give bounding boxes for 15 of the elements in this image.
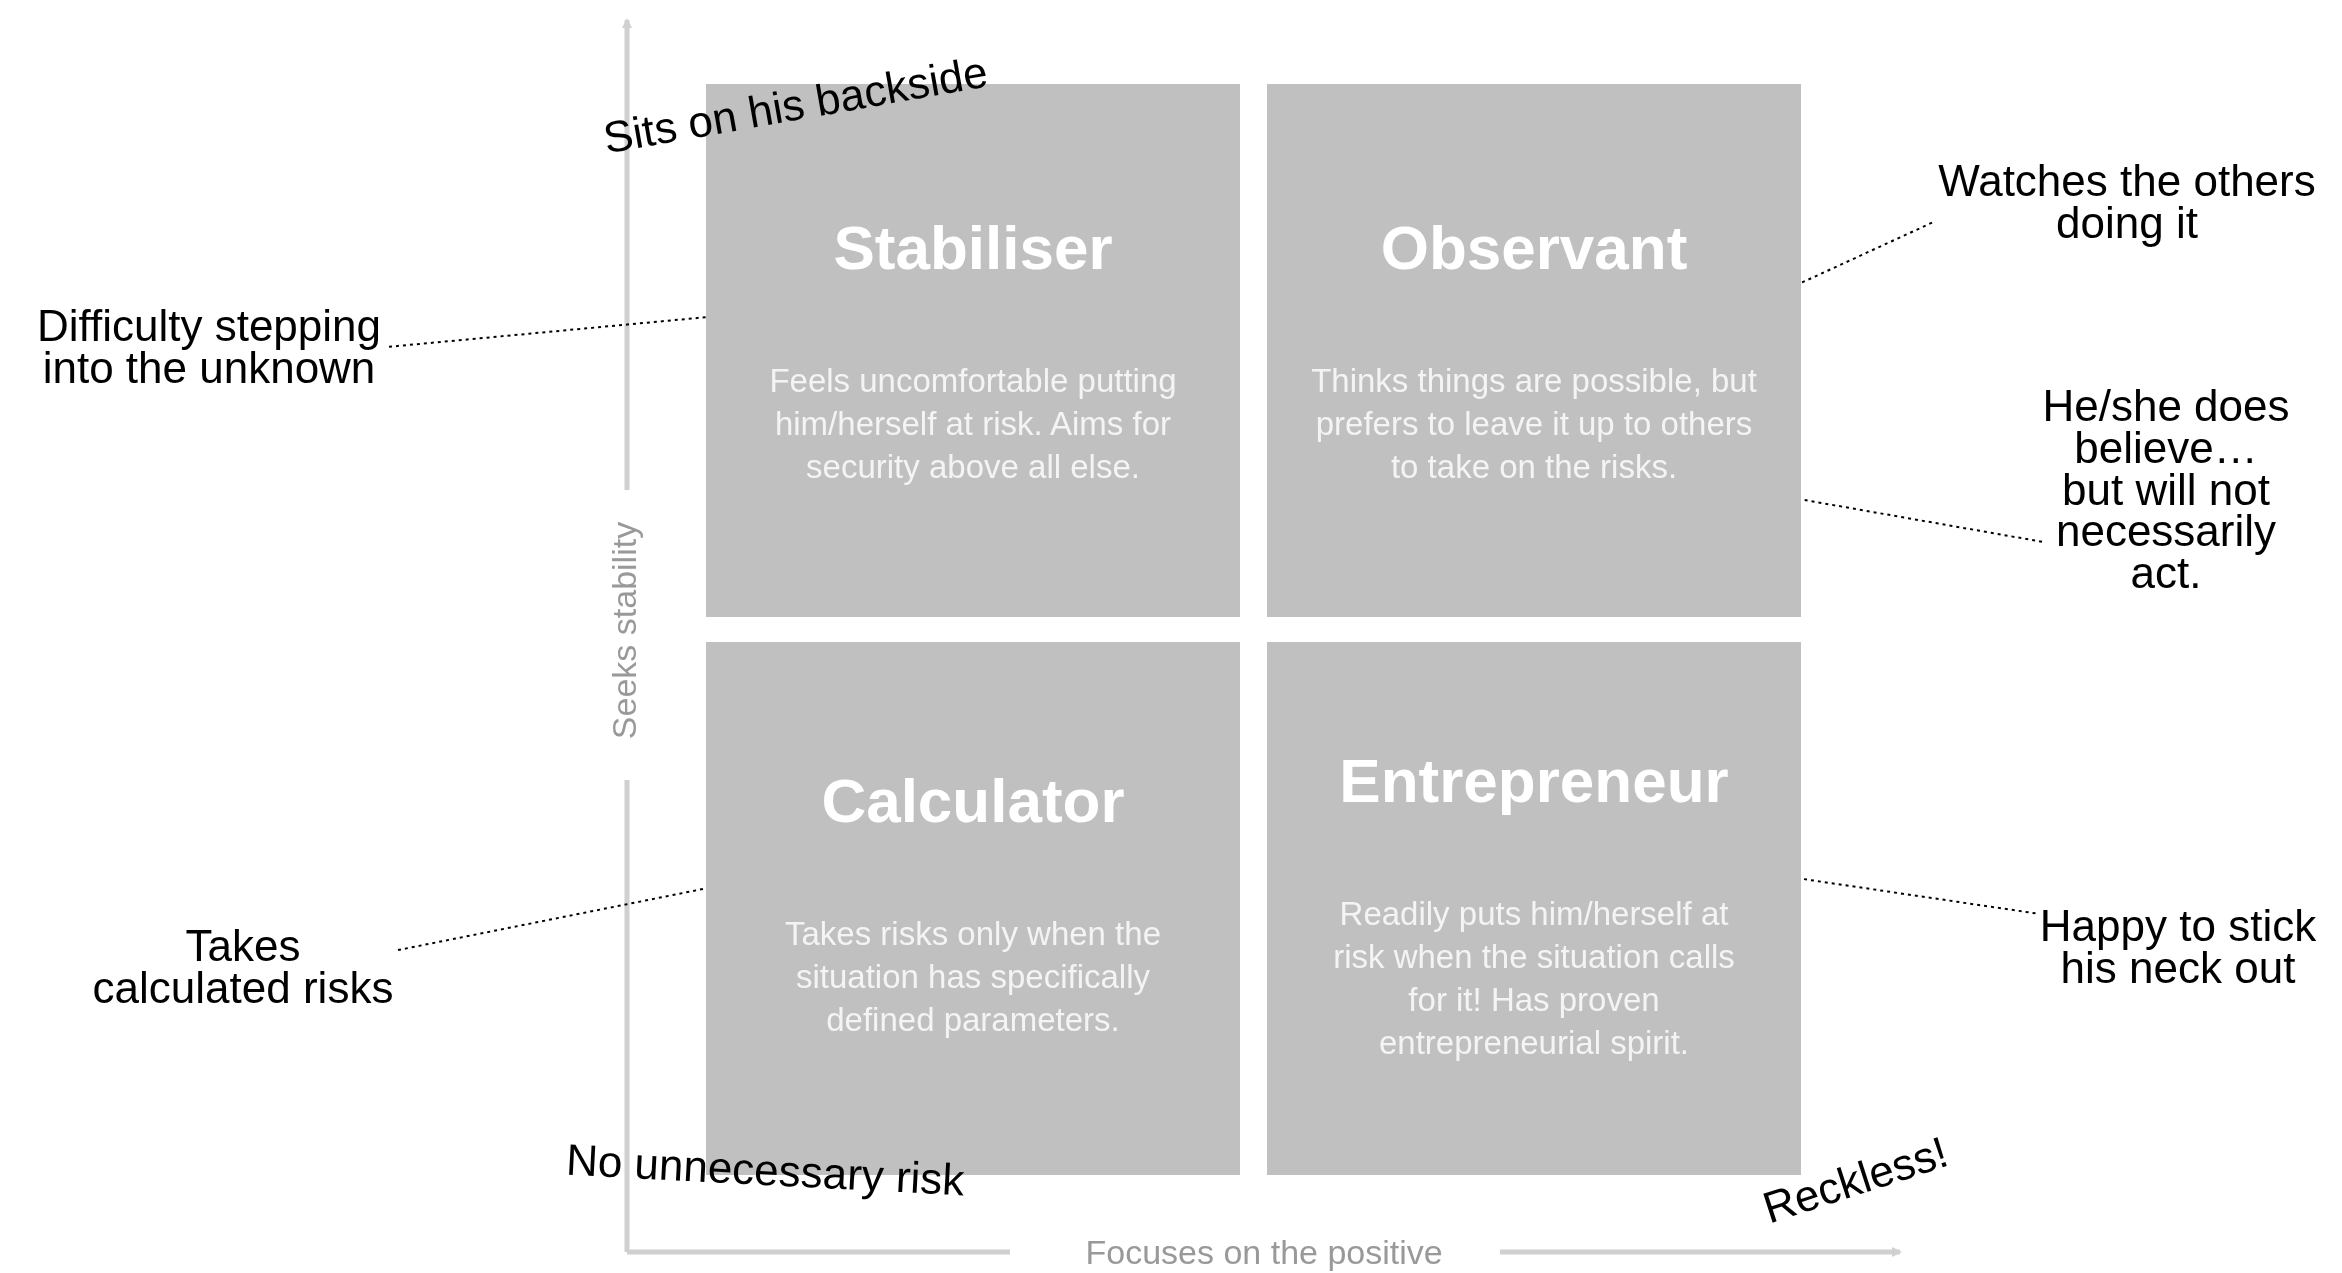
quadrant-title: Entrepreneur: [1339, 747, 1729, 816]
leader-line: [388, 316, 707, 348]
quadrant-title: Observant: [1380, 214, 1688, 283]
annotation-text: Difficulty stepping into the unknown: [29, 305, 389, 389]
quadrant-panel: [1267, 84, 1801, 617]
leader-line: [1800, 221, 1933, 284]
quadrant-title: Stabiliser: [833, 214, 1113, 283]
diagonal-note: No unnecessary risk: [564, 1134, 966, 1206]
annotation-text: Takes calculated risks: [88, 925, 398, 1009]
axis-label: Seeks stability: [604, 521, 644, 739]
axis-label: Focuses on the positive: [1085, 1232, 1443, 1272]
annotation-text: Happy to stick his neck out: [2035, 905, 2321, 989]
annotation-text: He/she does believe… but will not necessarily act.: [2042, 385, 2290, 594]
diagonal-note: Sits on his backside: [599, 46, 991, 164]
quadrant-title: Calculator: [821, 767, 1125, 836]
